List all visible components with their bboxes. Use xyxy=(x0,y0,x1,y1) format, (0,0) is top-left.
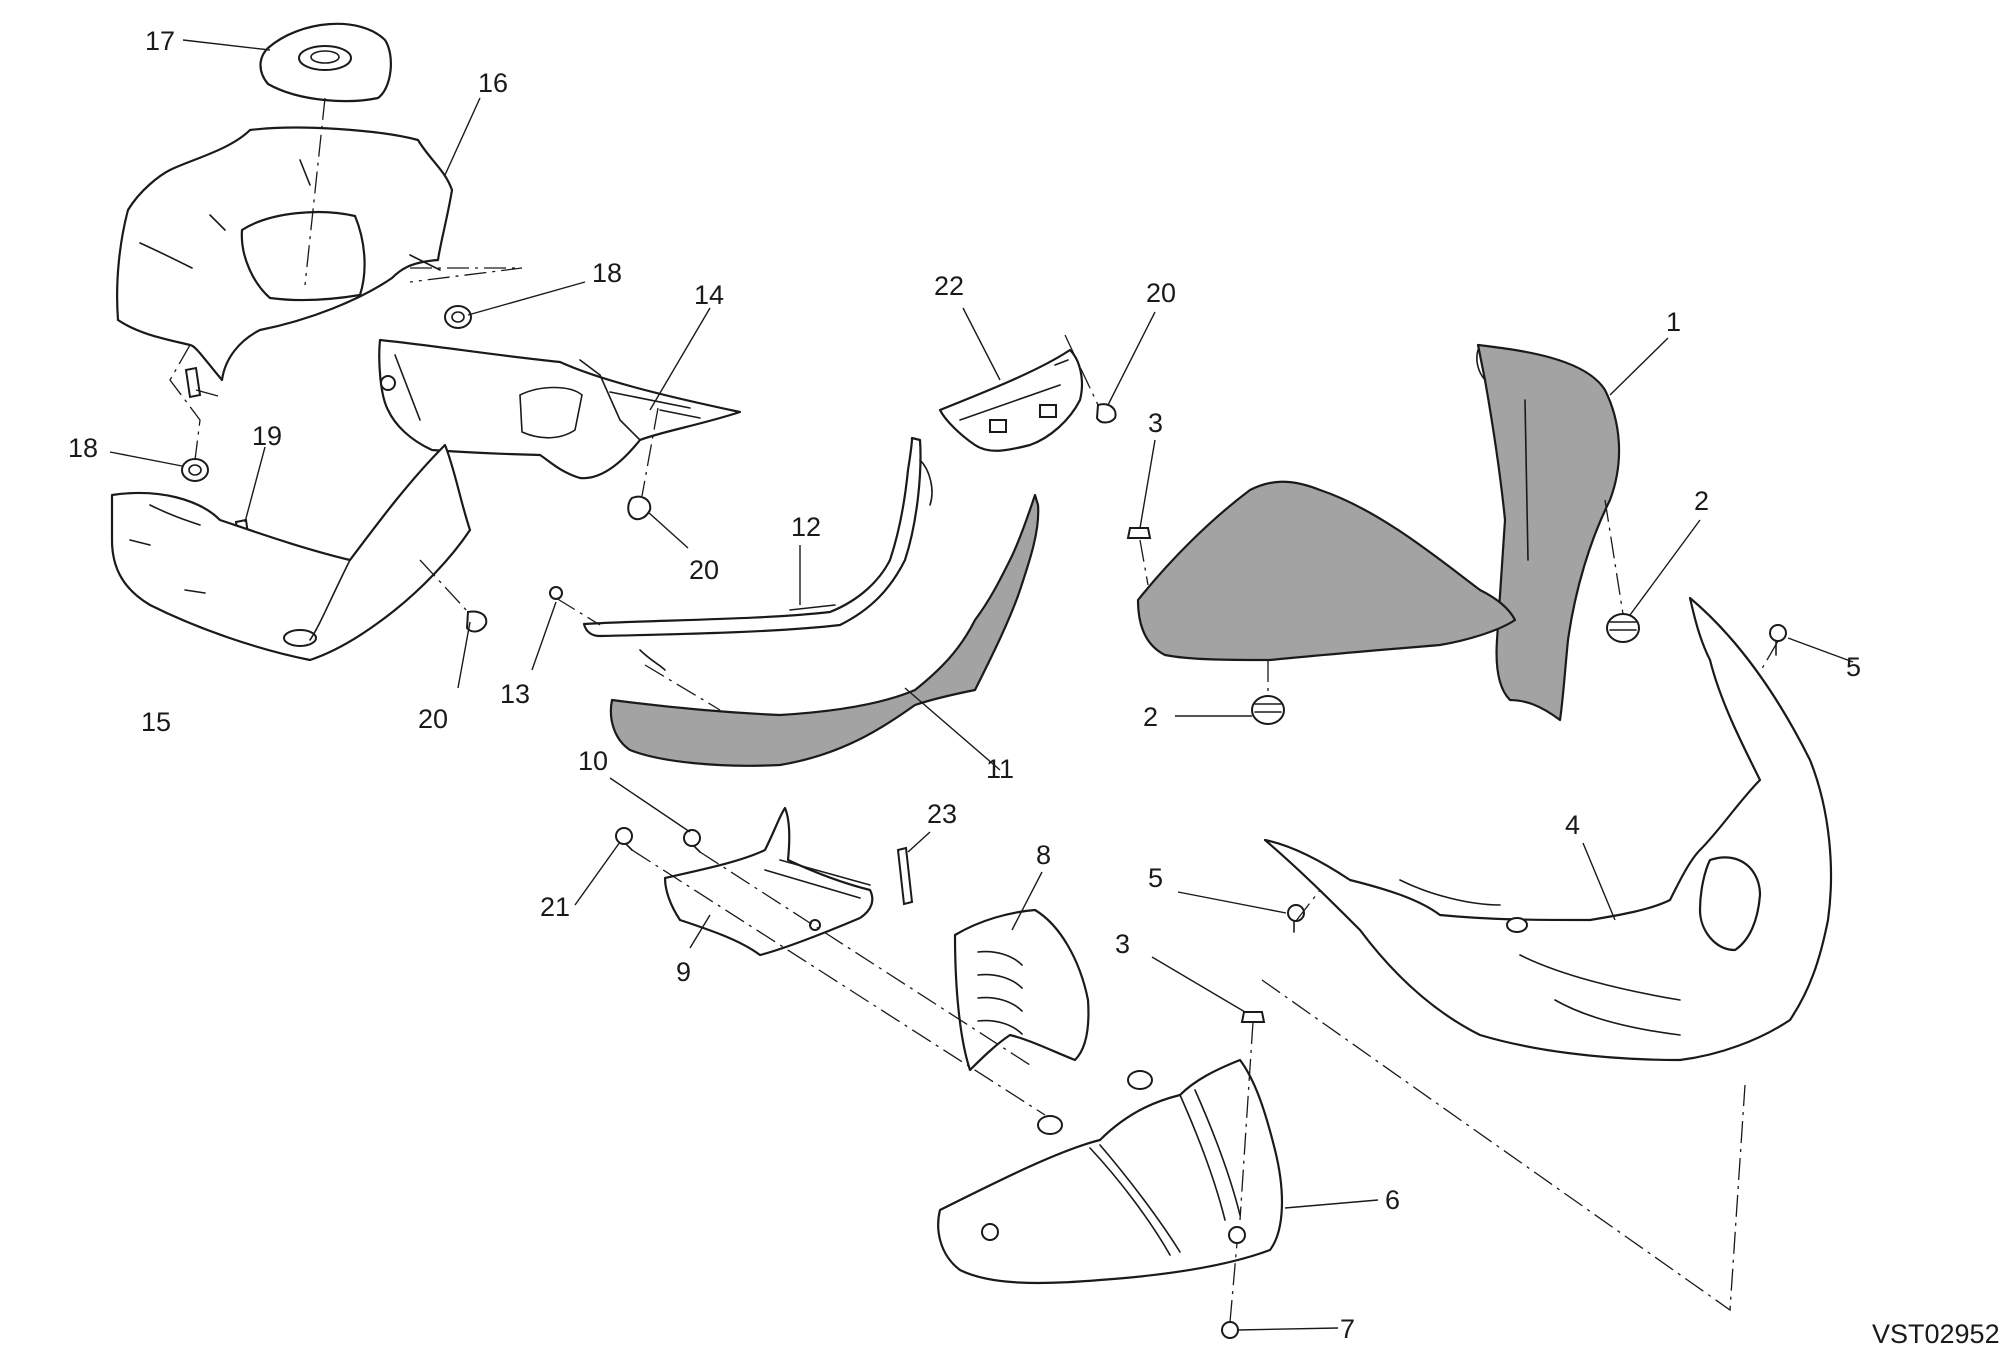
part-22-bracket xyxy=(938,348,1084,452)
callout-7: 7 xyxy=(1340,1314,1355,1344)
callout-3: 3 xyxy=(1148,408,1163,438)
callout-3: 3 xyxy=(1115,929,1130,959)
part-18-grommet-lower xyxy=(181,458,209,482)
callout-labels: 1 2 2 3 3 4 5 5 6 7 8 9 10 11 12 13 14 1… xyxy=(68,26,2000,1349)
part-18-grommet-upper xyxy=(444,305,472,329)
callout-20: 20 xyxy=(418,704,448,734)
part-11-front-trim xyxy=(609,493,1040,767)
callout-18: 18 xyxy=(592,258,622,288)
callout-21: 21 xyxy=(540,892,570,922)
part-20-clip-c xyxy=(1095,403,1117,424)
callout-2: 2 xyxy=(1143,702,1158,732)
part-2-grommet-right xyxy=(1606,613,1640,643)
callout-12: 12 xyxy=(791,512,821,542)
callout-9: 9 xyxy=(676,957,691,987)
part-7-screw xyxy=(1221,1321,1239,1339)
part-21-screw xyxy=(615,827,633,851)
part-16-upper-cover xyxy=(116,126,454,382)
part-3-clip-upper xyxy=(1126,527,1152,539)
callout-6: 6 xyxy=(1385,1185,1400,1215)
callout-4: 4 xyxy=(1565,810,1580,840)
part-17-cap xyxy=(259,22,392,103)
callout-23: 23 xyxy=(927,799,957,829)
part-5-screw-left xyxy=(1287,904,1305,933)
callout-11: 11 xyxy=(986,754,1014,784)
part-15-lower-side-fairing xyxy=(110,443,472,662)
part-3-clip-lower xyxy=(1240,1011,1266,1023)
callout-5: 5 xyxy=(1846,652,1861,682)
part-14-side-panel xyxy=(378,338,742,480)
callout-20: 20 xyxy=(1146,278,1176,308)
callout-16: 16 xyxy=(478,68,508,98)
callout-22: 22 xyxy=(934,271,964,301)
part-20-clip-a xyxy=(627,495,652,521)
callout-leader-lines xyxy=(109,39,1854,1331)
drawing-code: VST02952 xyxy=(1872,1319,2000,1349)
part-2-grommet-left xyxy=(1251,695,1285,725)
callout-8: 8 xyxy=(1036,840,1051,870)
callout-13: 13 xyxy=(500,679,530,709)
part-1-main-fairing xyxy=(1136,343,1621,722)
callout-17: 17 xyxy=(145,26,175,56)
part-4-lower-fairing xyxy=(1263,596,1833,1062)
part-13-pin xyxy=(549,586,563,600)
callout-18: 18 xyxy=(68,433,98,463)
part-6-lower-spoiler xyxy=(937,1058,1284,1285)
callout-20: 20 xyxy=(689,555,719,585)
part-9-mounting-bracket xyxy=(663,806,874,957)
callout-5: 5 xyxy=(1148,863,1163,893)
callout-19: 19 xyxy=(252,421,282,451)
callout-14: 14 xyxy=(694,280,724,310)
part-12-bracket-strip xyxy=(582,436,933,671)
callout-2: 2 xyxy=(1694,486,1709,516)
part-10-screw xyxy=(683,829,701,853)
part-23-strip xyxy=(896,846,914,906)
part-8-duct xyxy=(953,908,1090,1072)
assembly-axis-lines xyxy=(169,97,1779,1323)
callout-10: 10 xyxy=(578,746,608,776)
callout-15: 15 xyxy=(141,707,171,737)
callout-1: 1 xyxy=(1666,307,1681,337)
part-20-clip-b xyxy=(465,610,488,633)
